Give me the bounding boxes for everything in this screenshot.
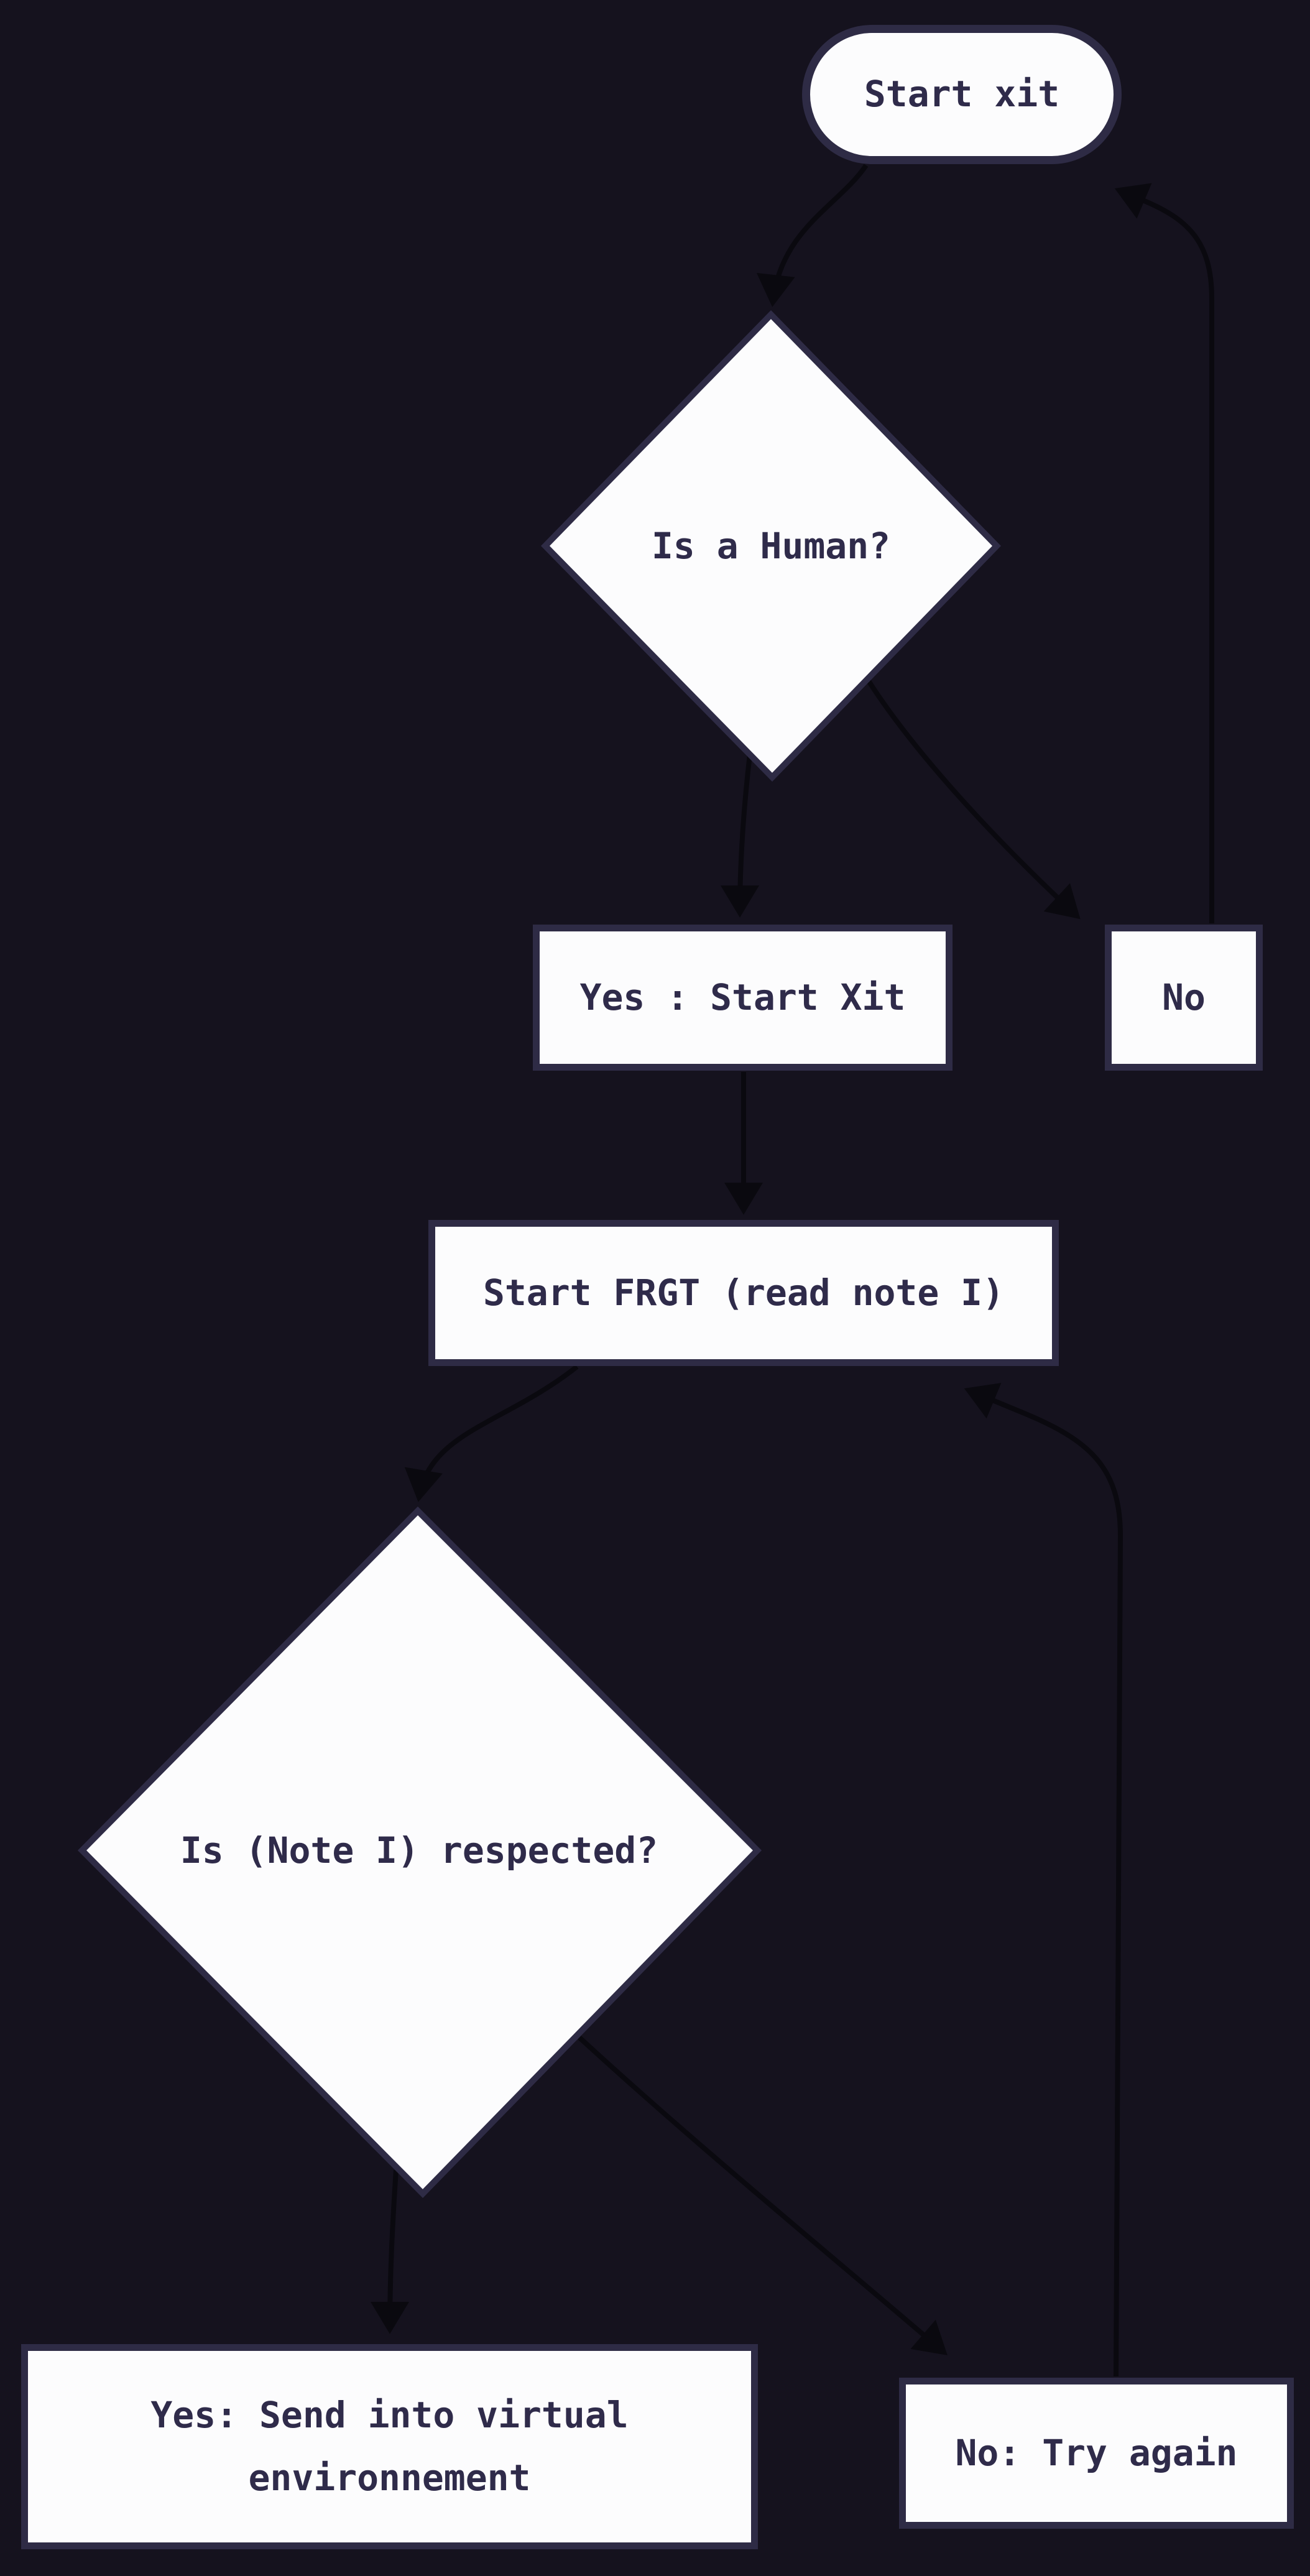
node-no: No xyxy=(1105,925,1263,1071)
node-no-try-again: No: Try again xyxy=(899,2378,1294,2529)
node-yes-send-virtual-label: Yes: Send into virtual environnement xyxy=(150,2393,629,2500)
edge-noterespected-to-yessend xyxy=(371,2169,410,2334)
edge-ishuman-to-no xyxy=(865,677,1081,920)
edge-frgt-to-noterespected xyxy=(404,1364,579,1502)
node-no-label: No xyxy=(1162,976,1206,1018)
node-yes-send-virtual: Yes: Send into virtual environnement xyxy=(21,2344,758,2549)
node-start-frgt-label: Start FRGT (read note I) xyxy=(482,1271,1005,1314)
node-note-respected-shape xyxy=(77,1506,762,2199)
node-is-human-shape xyxy=(541,310,1001,782)
edge-start-to-ishuman xyxy=(757,164,869,307)
node-start: Start xit xyxy=(802,25,1122,164)
node-no-try-again-label: No: Try again xyxy=(955,2431,1238,2474)
node-start-frgt: Start FRGT (read note I) xyxy=(428,1220,1059,1366)
node-yes-start-xit-label: Yes : Start Xit xyxy=(579,976,906,1018)
edge-no-to-start xyxy=(1114,183,1214,923)
edge-ishuman-to-yes xyxy=(721,754,760,918)
edge-noterespected-to-notryagain xyxy=(578,2036,948,2356)
node-start-label: Start xit xyxy=(864,73,1060,116)
node-yes-start-xit: Yes : Start Xit xyxy=(533,925,953,1071)
edge-notryagain-to-frgt xyxy=(964,1383,1123,2377)
